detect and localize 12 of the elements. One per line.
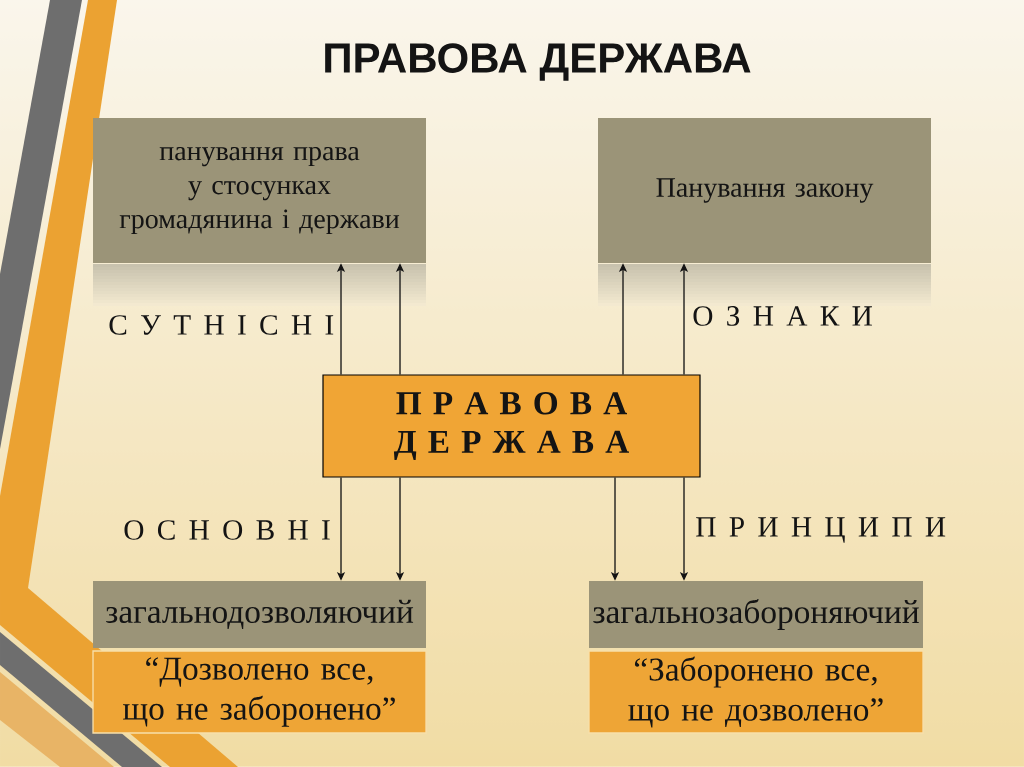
category-label: П Р И Н Ц И П И — [696, 517, 946, 543]
quote-box: “Дозволено все, що не заборонено” — [92, 650, 427, 734]
central-box: П Р А В О В А Д Е Р Ж А В А — [322, 374, 701, 478]
quote-box: “Заборонено все, що не дозволено” — [588, 650, 924, 734]
concept-box: панування права у стосунках громадянина і держави — [93, 118, 426, 263]
category-label: О С Н О В Н І — [124, 520, 330, 540]
principle-box: загальнодозволяючий — [93, 581, 426, 648]
title: ПРАВОВА ДЕРЖАВА — [325, 43, 751, 81]
principle-box: загальнозабороняючий — [589, 581, 923, 648]
concept-box: Панування закону — [598, 118, 931, 263]
category-label: С У Т Н І С Н І — [109, 315, 334, 335]
category-label: О З Н А К И — [693, 306, 872, 326]
